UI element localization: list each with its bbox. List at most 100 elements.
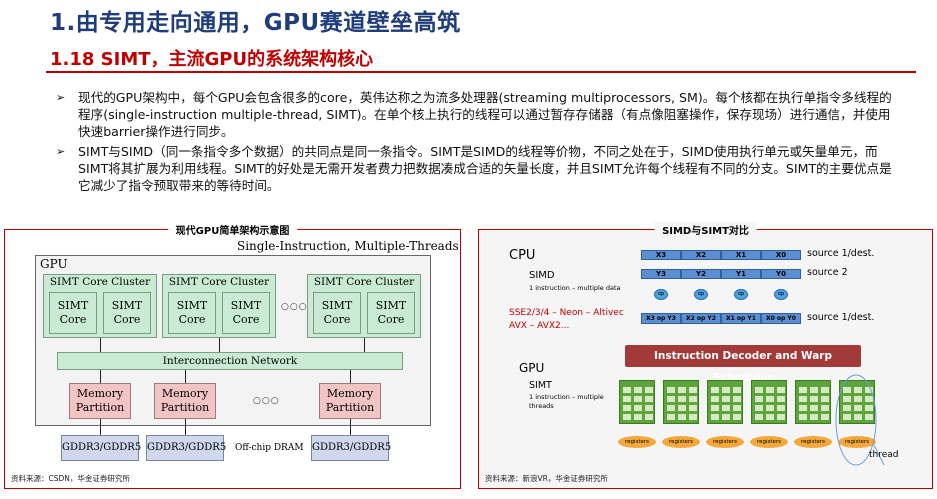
cuda-core-cell — [843, 396, 851, 402]
op-node: op — [694, 289, 708, 300]
vector-lane: Y2 — [681, 269, 721, 279]
sse-label: SSE2/3/4 – Neon – Altivec — [509, 308, 624, 318]
gpu-label: GPU — [519, 361, 545, 375]
thread-label: thread — [869, 450, 899, 460]
cuda-core-cell — [766, 414, 774, 420]
cuda-core-cell — [667, 405, 675, 411]
source-label: source 2 — [807, 267, 848, 278]
cuda-core-cell — [810, 405, 818, 411]
cuda-core-cell — [821, 414, 829, 420]
panel-title: 现代GPU简单架构示意图 — [167, 222, 298, 237]
cuda-core-cell — [799, 387, 807, 393]
connector — [185, 370, 186, 383]
cuda-core-cell — [634, 396, 642, 402]
thread-outline — [835, 374, 885, 466]
cuda-core-cell — [755, 414, 763, 420]
cuda-core-cell — [645, 414, 653, 420]
avx-label: AVX – AVX2... — [509, 321, 570, 331]
connector — [364, 338, 365, 352]
cuda-core-cell — [755, 405, 763, 411]
cuda-core-cell — [821, 387, 829, 393]
cuda-core-cell — [733, 387, 741, 393]
vector-lane: X1 op Y1 — [721, 313, 761, 324]
page-title: 1.由专用走向通用，GPU赛道壁垒高筑 — [50, 10, 461, 36]
cuda-core-cell — [722, 414, 730, 420]
vector-lane: X0 op Y0 — [761, 313, 801, 324]
register-file: registers — [618, 436, 656, 448]
cuda-core-cell — [766, 405, 774, 411]
bullet-text: 现代的GPU架构中，每个GPU会包含很多的core，英伟达称之为流多处理器(st… — [78, 90, 892, 139]
bullet-item: ➢ SIMT与SIMD（同一条指令多个数据）的共同点是同一条指令。SIMT是SI… — [56, 143, 896, 194]
source-note: 资料来源：新浪VR，华金证券研究所 — [485, 474, 608, 483]
connector — [100, 370, 101, 383]
ellipsis-dots: ○○○ — [281, 302, 308, 312]
connector — [100, 419, 101, 435]
cuda-core-cell — [777, 396, 785, 402]
cuda-core-cell — [810, 396, 818, 402]
simt-heading: Single-Instruction, Multiple-Threads — [237, 239, 459, 253]
connector — [185, 419, 186, 435]
vector-lane: X2 op Y2 — [681, 313, 721, 324]
simd-label: SIMD — [529, 270, 555, 281]
connector — [219, 338, 220, 352]
simt-desc: threads — [529, 402, 554, 410]
simt-label: SIMT — [529, 380, 552, 391]
cuda-core-cell — [645, 405, 653, 411]
cuda-core-cell — [854, 396, 862, 402]
cuda-core-cell — [634, 387, 642, 393]
cuda-core-cell — [843, 405, 851, 411]
cuda-core-cell — [623, 396, 631, 402]
dram-chip: GDDR3/GDDR5 — [146, 435, 226, 461]
cuda-core-cell — [623, 405, 631, 411]
sm-block — [707, 380, 743, 424]
cuda-core-cell — [854, 414, 862, 420]
cuda-core-cell — [645, 396, 653, 402]
sm-block — [663, 380, 699, 424]
bullet-list: ➢ 现代的GPU架构中，每个GPU会包含很多的core，英伟达称之为流多处理器(… — [56, 89, 896, 197]
register-file: registers — [750, 436, 788, 448]
source-label: source 1/dest. — [807, 312, 875, 323]
cluster-title: SIMT Core Cluster — [49, 276, 151, 288]
cuda-core-cell — [678, 387, 686, 393]
cuda-core-cell — [799, 405, 807, 411]
cuda-core-cell — [689, 396, 697, 402]
subtitle-rule — [46, 71, 916, 73]
cuda-core-cell — [821, 405, 829, 411]
cuda-core-cell — [667, 414, 675, 420]
cuda-core-cell — [634, 414, 642, 420]
connector — [100, 338, 101, 352]
cuda-core-cell — [634, 405, 642, 411]
vector-lane: X0 — [761, 250, 801, 260]
register-file: registers — [838, 436, 876, 448]
cluster-title: SIMT Core Cluster — [168, 276, 270, 288]
cuda-core-cell — [843, 414, 851, 420]
cuda-core-cell — [678, 405, 686, 411]
vector-lane: Y0 — [761, 269, 801, 279]
cuda-core-cell — [733, 414, 741, 420]
cuda-core-cell — [645, 387, 653, 393]
cuda-core-cell — [711, 414, 719, 420]
cuda-core-cell — [777, 387, 785, 393]
vector-lane: Y1 — [721, 269, 761, 279]
cuda-core-cell — [678, 414, 686, 420]
cuda-core-cell — [854, 405, 862, 411]
source-label: source 1/dest. — [807, 248, 875, 259]
cuda-core-cell — [722, 405, 730, 411]
cuda-core-cell — [733, 396, 741, 402]
cuda-core-cell — [711, 405, 719, 411]
sm-block — [751, 380, 787, 424]
cuda-core-cell — [865, 387, 873, 393]
simt-desc: 1 instruction – multiple — [529, 393, 604, 401]
cuda-core-cell — [755, 387, 763, 393]
bullet-item: ➢ 现代的GPU架构中，每个GPU会包含很多的core，英伟达称之为流多处理器(… — [56, 89, 896, 140]
instruction-decoder: Instruction Decoder and Warp Scheduler — [625, 345, 861, 384]
cuda-core-cell — [623, 414, 631, 420]
cuda-core-cell — [777, 405, 785, 411]
offchip-label: Off-chip DRAM — [235, 443, 304, 453]
